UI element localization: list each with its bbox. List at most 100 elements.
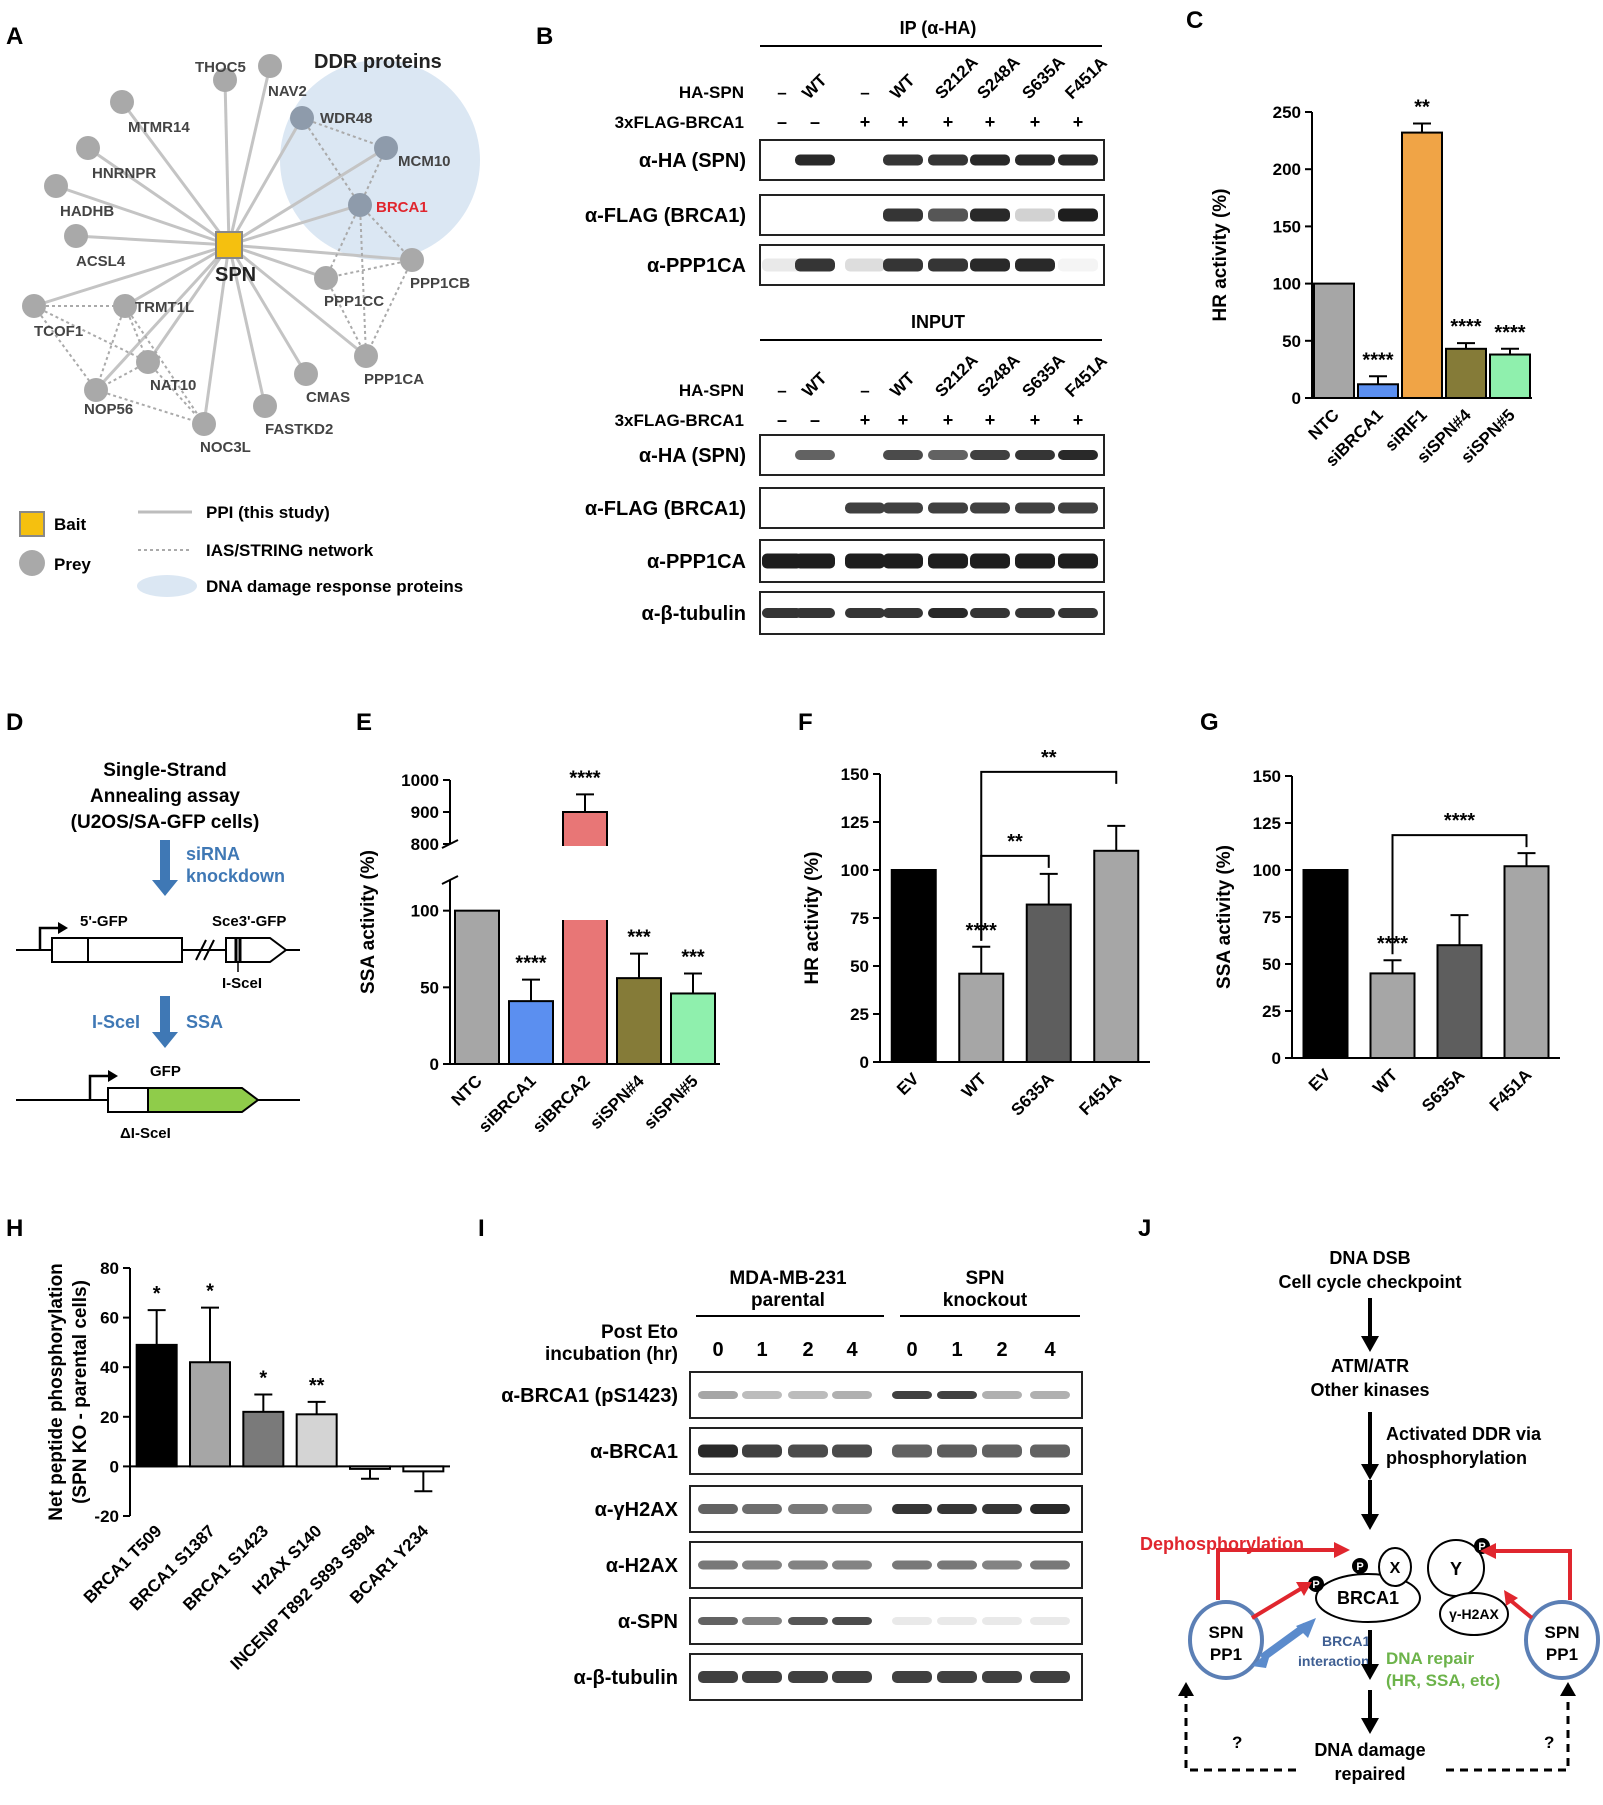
bar <box>295 1413 338 1468</box>
y-axis-label-2: (SPN KO - parental cells) <box>70 1280 91 1504</box>
row-ha-label: HA-SPN <box>679 83 744 102</box>
string-edge <box>95 305 126 391</box>
lane-ha: S212A <box>931 351 981 401</box>
y-tick-label: 0 <box>1272 1049 1281 1068</box>
blot-band <box>1015 553 1055 569</box>
inter-b: interaction <box>1298 1653 1370 1669</box>
prey-label: PPP1CC <box>324 293 384 310</box>
post-b: incubation (hr) <box>545 1344 678 1365</box>
prey-node <box>400 248 424 272</box>
ppi-edge <box>146 244 231 363</box>
blot-band <box>1015 450 1055 460</box>
y-axis-label: HR activity (%) <box>1210 188 1231 321</box>
time-label: 2 <box>996 1339 1007 1361</box>
blot-band <box>698 1617 738 1625</box>
x-tick-label: EV <box>1305 1065 1335 1095</box>
bar <box>135 1343 178 1468</box>
prey-node <box>192 412 216 436</box>
panel-d-ssa-assay: D Single-Strand Annealing assay (U2OS/SA… <box>6 709 300 1142</box>
blot-band <box>928 258 968 272</box>
panel-label-e: E <box>356 709 372 736</box>
blot-band <box>1015 208 1055 222</box>
ppi-edge <box>124 243 230 308</box>
y-axis-label: SSA activity (%) <box>358 850 379 994</box>
lane-ha: – <box>777 381 786 400</box>
time-label: 4 <box>846 1339 858 1361</box>
ppi-edge <box>228 146 387 247</box>
ppi-edge <box>228 243 413 262</box>
panel-label-c: C <box>1186 7 1203 34</box>
blot-band <box>883 502 923 514</box>
prey-node <box>294 362 318 386</box>
legend-ddr: DNA damage response proteins <box>206 577 463 596</box>
blot-label: α-BRCA1 (pS1423) <box>501 1385 678 1407</box>
string-edge <box>147 361 205 425</box>
panel-label-h: H <box>6 1215 23 1242</box>
prey-label: FASTKD2 <box>265 421 333 438</box>
y-tick-label: 0 <box>860 1053 869 1072</box>
ppi-edge <box>75 234 230 247</box>
time-label: 0 <box>906 1339 917 1361</box>
bar <box>1313 282 1355 400</box>
lane-flag: + <box>898 410 909 430</box>
blot-band <box>1058 154 1098 166</box>
step1-b: knockdown <box>186 866 285 886</box>
lane-flag: + <box>1030 410 1041 430</box>
bar-break-gap-2 <box>562 846 608 878</box>
blot-band <box>742 1560 782 1570</box>
blot-label: α-H2AX <box>606 1555 679 1577</box>
lane-flag: + <box>1073 410 1084 430</box>
y-tick-label: 75 <box>1262 908 1281 927</box>
sig-bracket <box>1391 834 1528 955</box>
phospho-label: P <box>1478 1541 1485 1553</box>
y-tick-label: 125 <box>1253 814 1281 833</box>
prey-node <box>253 394 277 418</box>
prey-label: MTMR14 <box>128 119 190 136</box>
prey-label: PPP1CB <box>410 275 470 292</box>
panel-label-j: J <box>1138 1215 1151 1242</box>
y-axis-label: HR activity (%) <box>802 851 823 984</box>
sig-label: **** <box>1362 349 1393 371</box>
blot-band <box>883 258 923 272</box>
panel-i-western: I MDA-MB-231 parental SPN knockout Post … <box>478 1215 1083 1701</box>
prey-label: BRCA1 <box>376 199 428 216</box>
blot-band <box>832 1617 872 1625</box>
bar <box>1369 972 1416 1060</box>
bar <box>402 1465 445 1473</box>
row-flag-label: 3xFLAG-BRCA1 <box>615 113 744 132</box>
y-tick-label: 100 <box>841 861 869 880</box>
blot-band <box>1058 553 1098 569</box>
x-tick-label: siBRCA1 <box>475 1071 540 1136</box>
y-tick-label: 150 <box>1273 217 1301 236</box>
y-tick-label: 100 <box>1273 275 1301 294</box>
blot-band <box>742 1391 782 1399</box>
gfp5-label: 5'-GFP <box>80 913 128 930</box>
blot-band <box>698 1444 738 1458</box>
y-node: Y <box>1450 1559 1462 1579</box>
x-tick-label: S635A <box>1007 1069 1057 1119</box>
blot-band <box>832 1560 872 1570</box>
blot-band <box>1058 450 1098 460</box>
panel-label-i: I <box>478 1215 485 1242</box>
bar <box>1302 869 1349 1059</box>
x-tick-label: F451A <box>1076 1069 1126 1119</box>
repair-a: DNA repair <box>1386 1649 1475 1668</box>
y-tick-label: 150 <box>841 765 869 784</box>
lane-ha: WT <box>798 70 831 103</box>
y-tick-label: 100 <box>1253 861 1281 880</box>
lane-flag: + <box>1073 112 1084 132</box>
lane-flag: – <box>777 410 787 430</box>
bracket-label: ** <box>1041 747 1057 769</box>
lane-flag: + <box>985 112 996 132</box>
blot-band <box>883 154 923 166</box>
blot-band <box>1058 608 1098 618</box>
gfp-label: GFP <box>150 1063 181 1080</box>
panel-a-network: A DDR proteins THOC5NAV2WDR48MTMR14MCM10… <box>6 23 480 597</box>
panel-label-a: A <box>6 23 23 50</box>
y-tick-label: 125 <box>841 813 869 832</box>
string-edge <box>301 117 387 149</box>
spn-left-b: PP1 <box>1210 1645 1242 1664</box>
blot-band <box>762 553 802 569</box>
y-tick-label: 200 <box>1273 160 1301 179</box>
